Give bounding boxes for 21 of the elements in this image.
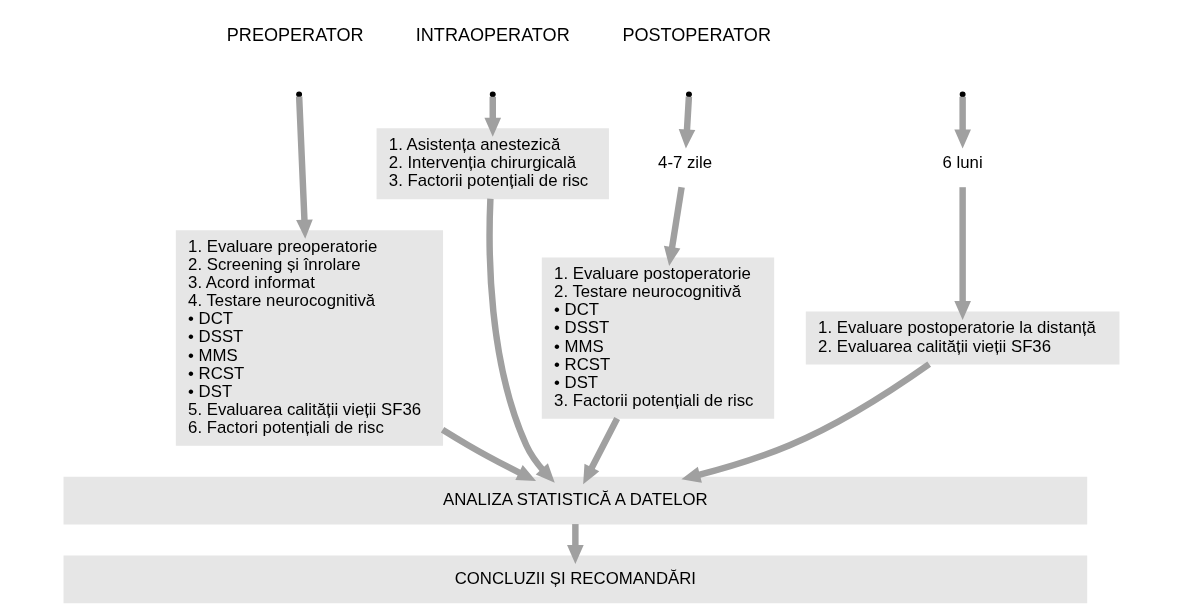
node-box: 1. Evaluare postoperatorie la distanță 2. Evaluarea calității vieții SF36 xyxy=(805,311,1119,365)
arrow xyxy=(678,96,695,149)
node-box: CONCLUZII ȘI RECOMANDĂRI xyxy=(63,555,1087,604)
arrow xyxy=(295,96,313,239)
arrow xyxy=(440,427,536,481)
label: PREOPERATOR xyxy=(226,25,364,46)
arrow xyxy=(680,361,931,483)
arrow xyxy=(582,417,620,485)
node-box: 1. Evaluare postoperatorie 2. Testare neurocognitivă • DCT • DSST • MMS • RCST • DST 3. Factorii potențiali de risc xyxy=(541,257,774,419)
arrow xyxy=(485,198,555,483)
label: INTRAOPERATOR xyxy=(415,25,570,46)
arrow xyxy=(483,96,501,137)
arrow xyxy=(663,186,685,266)
node-text: 4-7 zile xyxy=(657,153,712,173)
label: POSTOPERATOR xyxy=(621,25,771,46)
node-box: 1. Asistența anestezică 2. Intervenția chirurgicală 3. Factorii potențiali de risc xyxy=(376,128,609,200)
node-box: ANALIZA STATISTICĂ A DATELOR xyxy=(63,476,1087,525)
node-box: 1. Evaluare preoperatorie 2. Screening și înrolare 3. Acord informat 4. Testare neurocognitivă • DCT • DSST • MMS • RCST • DST 5. Evaluarea calității vieții SF36 6. Factori potențiali de risc xyxy=(175,230,443,446)
arrow xyxy=(566,524,584,564)
arrow xyxy=(953,96,971,149)
node-text: 6 luni xyxy=(942,153,983,173)
